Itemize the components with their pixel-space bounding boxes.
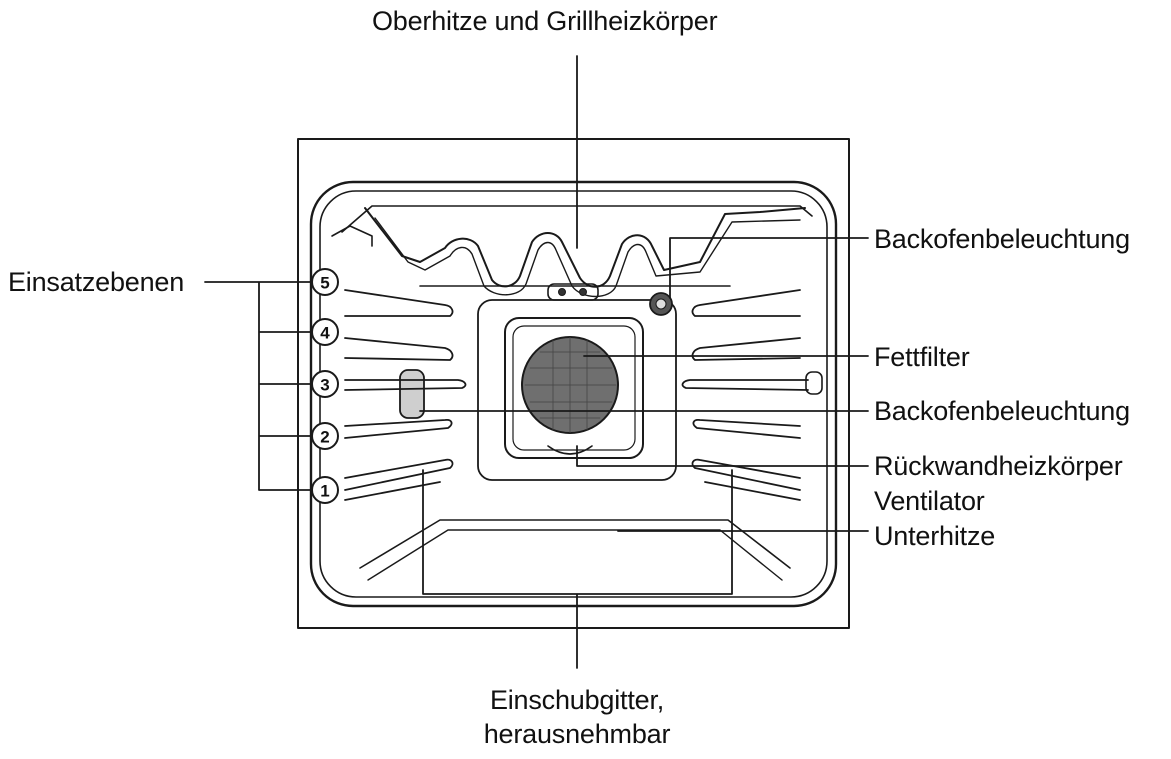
label-rear-heater: Rückwandheizkörper bbox=[874, 451, 1123, 481]
shelf-level-1 bbox=[311, 476, 339, 504]
label-racks-line2: herausnehmbar bbox=[483, 719, 671, 749]
grease-filter-mesh bbox=[524, 336, 617, 434]
leader-levels bbox=[204, 281, 313, 491]
shelf-level-5 bbox=[311, 268, 339, 296]
label-bottom-heater: Unterhitze bbox=[874, 521, 996, 551]
oven-lamp-side bbox=[399, 369, 425, 419]
shelf-level-2 bbox=[311, 422, 339, 450]
leader-racks bbox=[422, 469, 733, 669]
left-rack bbox=[344, 289, 467, 501]
label-lighting-side: Backofenbeleuchtung bbox=[874, 396, 1130, 426]
grill-mount bbox=[547, 283, 599, 301]
shelf-level-1-number: 1 bbox=[320, 482, 329, 501]
label-top-heater: Oberhitze und Grillheizkörper bbox=[372, 6, 718, 36]
label-lighting-top: Backofenbeleuchtung bbox=[874, 224, 1130, 254]
rear-heater-frame-inner bbox=[512, 325, 636, 451]
label-fan: Ventilator bbox=[874, 486, 985, 516]
top-heating-element-inner bbox=[374, 217, 801, 298]
shelf-level-5-number: 5 bbox=[320, 274, 329, 293]
shelf-level-3 bbox=[311, 370, 339, 398]
label-racks-line1: Einschubgitter, bbox=[489, 685, 665, 715]
label-grease-filter: Fettfilter bbox=[874, 342, 970, 372]
leader-lighting-top bbox=[669, 237, 869, 299]
rear-heater-frame bbox=[504, 317, 644, 459]
right-rack bbox=[681, 289, 809, 501]
shelf-level-4 bbox=[311, 318, 339, 346]
leader-rear-heater bbox=[576, 445, 869, 467]
leader-lines bbox=[204, 55, 869, 669]
shelf-level-3-number: 3 bbox=[320, 376, 329, 395]
right-lamp-cap bbox=[805, 371, 823, 395]
cavity-ceiling-edge bbox=[341, 205, 813, 233]
cavity-floor bbox=[359, 519, 791, 569]
oven-cavity-outer bbox=[309, 180, 838, 608]
shelf-level-2-number: 2 bbox=[320, 428, 329, 447]
label-shelf-levels: Einsatzebenen bbox=[8, 267, 185, 297]
left-wall-edge bbox=[331, 225, 373, 247]
shelf-level-markers bbox=[311, 268, 339, 504]
top-heating-element bbox=[364, 207, 806, 288]
shelf-level-4-number: 4 bbox=[320, 324, 330, 343]
bottom-heater-edge bbox=[367, 529, 783, 581]
fan-housing-bottom bbox=[547, 445, 593, 455]
